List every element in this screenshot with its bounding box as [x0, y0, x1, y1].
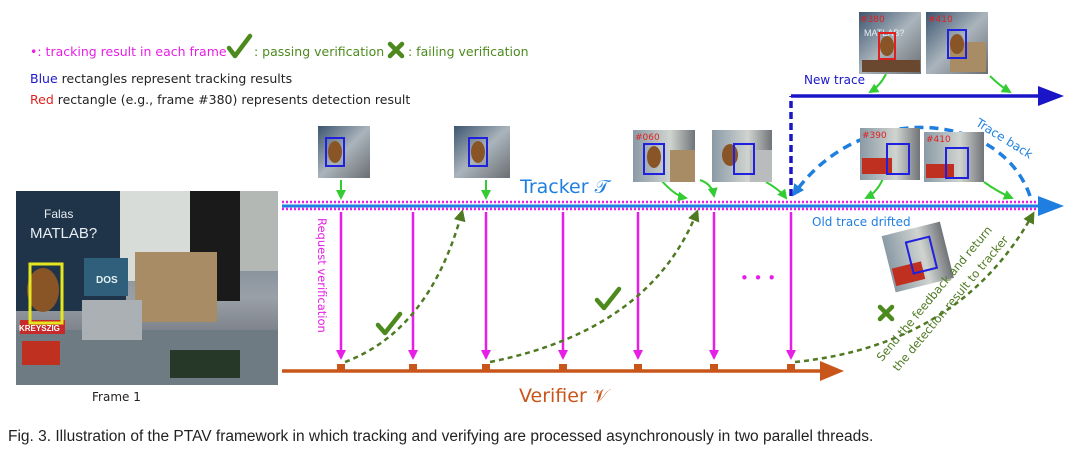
- frame-number: #380: [860, 15, 885, 25]
- svg-text:KREYSZIG: KREYSZIG: [19, 324, 60, 333]
- svg-text:MATLAB?: MATLAB?: [30, 225, 97, 242]
- legend-failing-text: : failing verification: [408, 44, 529, 59]
- verifier-tick: [559, 364, 567, 371]
- new-trace-label: New trace: [804, 73, 865, 87]
- verification-returns: [344, 209, 1035, 364]
- legend-blue: Blue rectangles represent tracking resul…: [30, 71, 292, 86]
- legend-tracking-text: : tracking result in each frame: [37, 44, 227, 59]
- thumbnail-arrow: [765, 181, 788, 200]
- old-trace-drifted-label: Old trace drifted: [812, 215, 911, 229]
- verifier-tick: [409, 364, 417, 371]
- frame1-book-text: Falas: [44, 207, 73, 221]
- check-mark-icon: [594, 286, 622, 311]
- check-mark-icon: [375, 311, 403, 336]
- figure-caption: Fig. 3. Illustration of the PTAV framewo…: [8, 428, 874, 445]
- thumbnail-arrow: [868, 73, 887, 94]
- legend-red-word: Red: [30, 92, 54, 107]
- trace-back-arrow: [792, 125, 1032, 197]
- frame-number: #060: [635, 133, 660, 143]
- verification-return-arrow: [489, 209, 700, 364]
- legend-passing-text: : passing verification: [254, 44, 385, 59]
- legend-blue-rest: rectangles represent tracking results: [57, 71, 293, 86]
- legend-red-rest: rectangle (e.g., frame #380) represents …: [53, 92, 411, 107]
- thumbnail-arrow: [699, 179, 718, 198]
- frame1-photo: Falas MATLAB? DOS KREYSZIG: [16, 191, 278, 385]
- verification-return-arrow: [344, 209, 466, 364]
- thumbnail-frame-390: #390: [860, 128, 920, 180]
- thumbnail-arrows: [336, 73, 1014, 202]
- thumbnail-frame-410-bottom: #410: [924, 132, 984, 182]
- verifier-tick: [337, 364, 345, 371]
- thumbnail-failed-frame: [881, 221, 954, 293]
- new-trace-arrowhead: [1038, 86, 1064, 106]
- check-mark-legend-icon: [226, 33, 253, 59]
- verifier-tick: [710, 364, 718, 371]
- legend-dot-icon: •: [30, 44, 38, 59]
- verifier-tick: [482, 364, 490, 371]
- thumbnail-frame: [454, 126, 510, 178]
- thumbnail-frame: [712, 130, 772, 182]
- verifier-tick: [787, 364, 795, 371]
- thumbnail-frame-060: #060: [633, 130, 695, 182]
- request-arrows: [336, 212, 796, 360]
- ellipsis-label: • • •: [740, 269, 776, 287]
- thumbnail-arrow: [660, 179, 688, 202]
- verifier-arrowhead: [820, 361, 844, 381]
- verifier-label: Verifier 𝒱: [519, 385, 612, 407]
- frame1-label: Frame 1: [92, 390, 141, 404]
- frame-number: #410: [926, 135, 951, 145]
- legend-red: Red rectangle (e.g., frame #380) represe…: [30, 92, 410, 107]
- thumbnail-frame: [318, 126, 370, 178]
- tracker-label: Tracker 𝒯: [519, 176, 612, 198]
- frame-number: #390: [862, 131, 887, 141]
- verifier-thread: [282, 361, 844, 381]
- frame-number: #410: [928, 15, 953, 25]
- tracker-thread: [282, 196, 1064, 216]
- cross-mark-legend-icon: [387, 41, 405, 59]
- thumbnail-frame-410-top: #410: [926, 12, 988, 74]
- feedback-arrow: [794, 211, 1035, 364]
- cross-mark-icon: [877, 304, 895, 322]
- thumbnail-arrow: [983, 181, 1014, 200]
- legend-blue-word: Blue: [30, 71, 58, 86]
- legend-tracking: •: tracking result in each frame: [30, 44, 227, 59]
- thumbnail-frame-380: MATLAB? #380: [859, 12, 921, 74]
- tracker-arrowhead: [1038, 196, 1064, 216]
- request-verification-label: Request verification: [315, 218, 329, 333]
- svg-text:DOS: DOS: [96, 275, 118, 286]
- thumbnail-arrow: [989, 75, 1012, 94]
- new-trace: [789, 86, 1064, 196]
- verifier-tick: [634, 364, 642, 371]
